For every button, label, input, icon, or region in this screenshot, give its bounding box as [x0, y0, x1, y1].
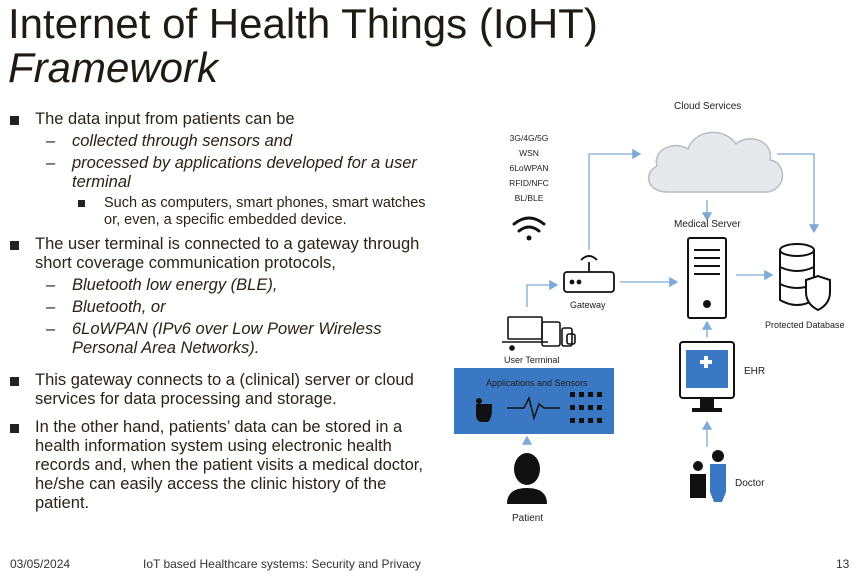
gateway-icon	[563, 255, 615, 293]
sensor-icons	[570, 392, 602, 423]
svg-text:WSN: WSN	[519, 148, 539, 158]
bullet-user-terminal: The user terminal is connected to a gate…	[10, 235, 442, 273]
ecg-wave-icon	[507, 395, 560, 421]
bullet-data-input: The data input from patients can be	[10, 110, 442, 129]
server-icon	[687, 237, 727, 319]
svg-text:6LoWPAN: 6LoWPAN	[509, 163, 548, 173]
user-terminal-icon	[502, 316, 576, 351]
patient-icon	[507, 453, 547, 504]
footer-page-number: 13	[836, 557, 850, 571]
hand-touch-icon	[476, 398, 492, 422]
sub-bullet-applications: processed by applications developed for …	[10, 154, 442, 192]
sub-bullet-ble: Bluetooth low energy (BLE),	[10, 276, 442, 295]
wifi-icon	[512, 216, 546, 241]
ehr-monitor-icon	[679, 341, 735, 412]
bullet-gateway: This gateway connects to a (clinical) se…	[10, 371, 442, 409]
bullet-list: The data input from patients can be coll…	[10, 110, 442, 516]
title-line-2: Framework	[8, 44, 219, 91]
svg-text:BL/BLE: BL/BLE	[515, 193, 544, 203]
user-terminal-label: User Terminal	[504, 355, 559, 365]
ehr-label: EHR	[744, 366, 765, 377]
slide-title: Internet of Health Things (IoHT) Framewo…	[8, 2, 848, 90]
sub-bullet-6lowpan: 6LoWPAN (IPv6 over Low Power Wireless Pe…	[10, 320, 442, 358]
cloud-services-label: Cloud Services	[674, 101, 741, 112]
ioht-framework-diagram: Cloud Services 3G/4G/5G WSN 6LoWPAN RFID…	[452, 92, 854, 532]
svg-text:RFID/NFC: RFID/NFC	[509, 178, 549, 188]
doctor-label: Doctor	[735, 478, 765, 489]
patient-label: Patient	[512, 513, 543, 524]
svg-text:3G/4G/5G: 3G/4G/5G	[510, 133, 549, 143]
footer-course: IoT based Healthcare systems: Security a…	[143, 557, 421, 571]
medical-server-label: Medical Server	[674, 219, 741, 230]
footer-date: 03/05/2024	[10, 557, 71, 571]
sub-sub-bullet-devices: Such as computers, smart phones, smart w…	[10, 195, 442, 229]
connection-arrows	[521, 148, 820, 447]
bullet-ehr: In the other hand, patients’ data can be…	[10, 418, 442, 513]
database-shield-icon	[779, 243, 831, 312]
protocol-list: 3G/4G/5G WSN 6LoWPAN RFID/NFC BL/BLE	[509, 133, 549, 203]
title-line-1: Internet of Health Things (IoHT)	[8, 0, 598, 47]
gateway-label: Gateway	[570, 300, 606, 310]
cloud-icon	[647, 131, 784, 193]
sub-bullet-bluetooth: Bluetooth, or	[10, 298, 442, 317]
sub-bullet-sensors: collected through sensors and	[10, 132, 442, 151]
applications-sensors-label: Applications and Sensors	[486, 378, 588, 388]
doctor-icon	[690, 450, 726, 502]
protected-database-label: Protected Database	[765, 320, 845, 330]
